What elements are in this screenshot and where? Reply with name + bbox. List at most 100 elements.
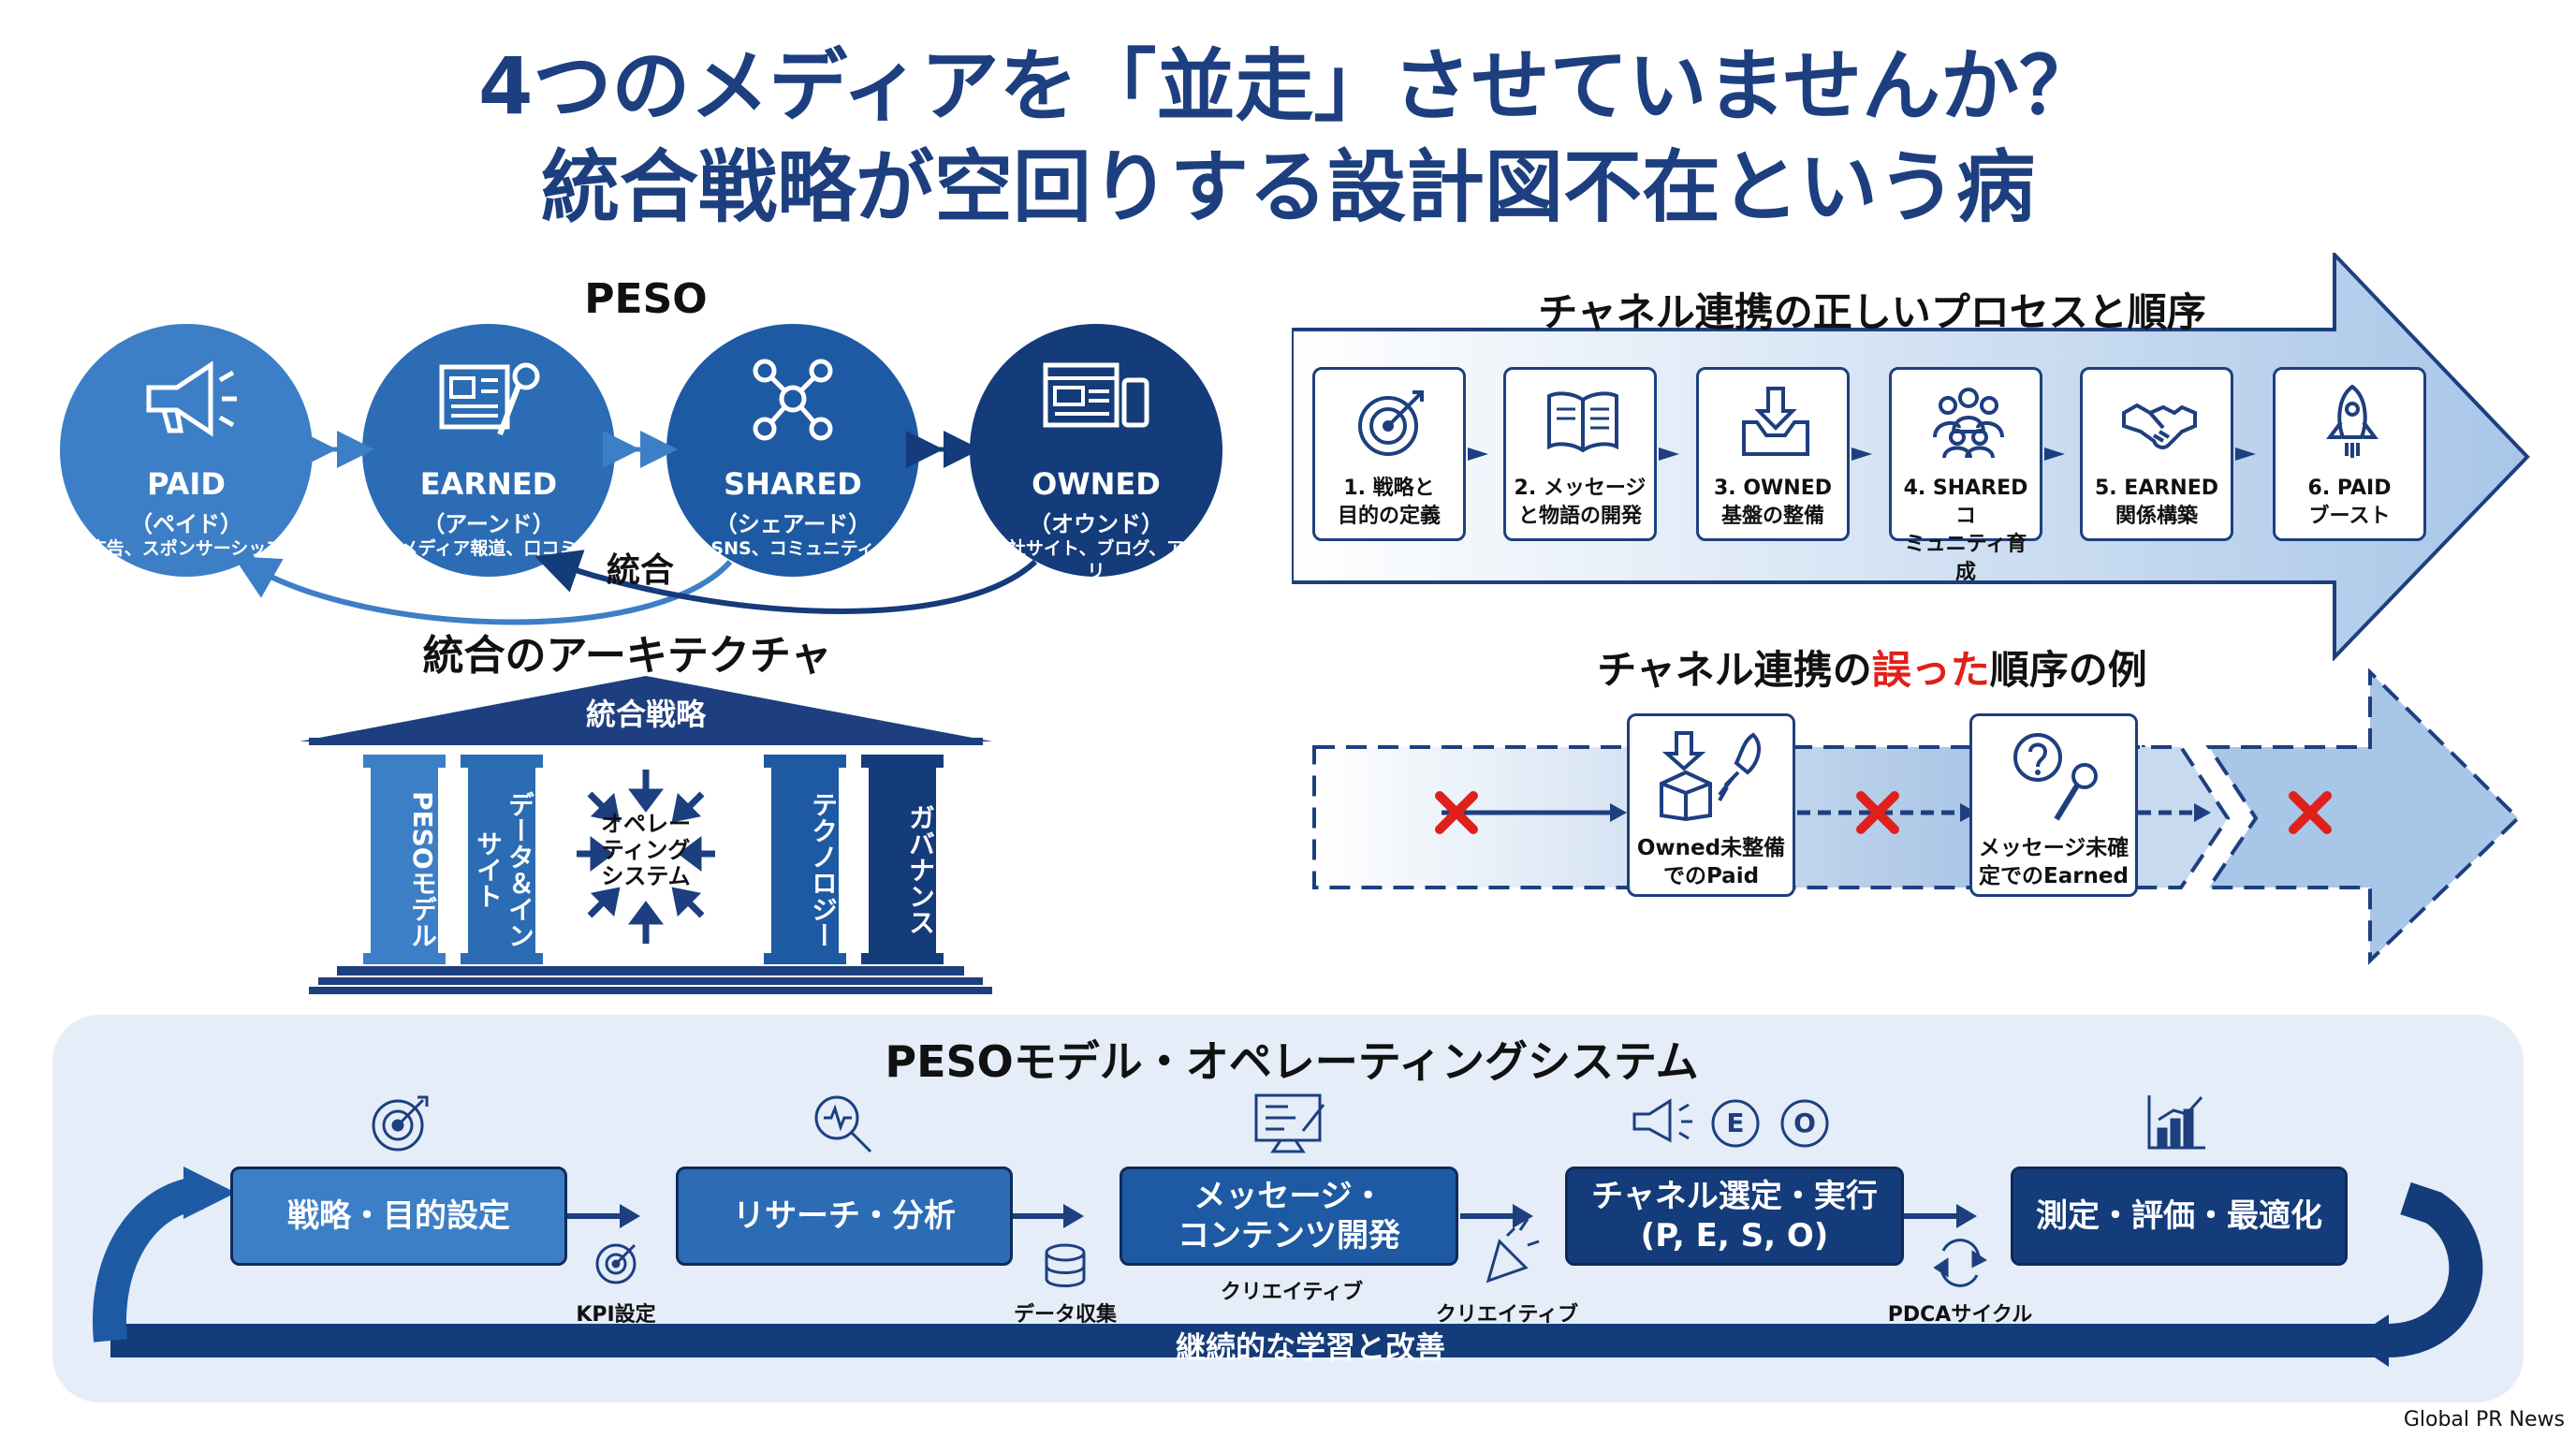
process-step-6: 6. PAID ブースト bbox=[2273, 367, 2426, 541]
question-microphone-icon bbox=[2013, 733, 2098, 821]
os-step-label: コンテンツ開発 bbox=[1178, 1217, 1400, 1255]
database-icon bbox=[1045, 1243, 1086, 1287]
step-label: 1. 戦略と目的の定義 bbox=[1319, 475, 1459, 531]
step-line: 基盤の整備 bbox=[1720, 505, 1824, 528]
megaphone-icon bbox=[146, 360, 237, 437]
target-small-icon bbox=[595, 1243, 637, 1284]
step-line: 1. 戦略と bbox=[1343, 477, 1435, 500]
wrong-title-highlight: 誤った bbox=[1871, 647, 1990, 693]
pillar-governance: ガバナンス bbox=[869, 768, 936, 953]
architecture-building bbox=[300, 676, 992, 994]
os-step-label: メッセージ・ bbox=[1193, 1178, 1384, 1215]
error-marks bbox=[1435, 791, 2332, 834]
os-step-research: リサーチ・分析 bbox=[676, 1167, 1013, 1266]
peso-circle-earned: EARNED （アーンド） メディア報道、口コミ bbox=[362, 324, 615, 577]
step-line: ミュニティ育成 bbox=[1904, 533, 2027, 584]
integration-arc-2 bbox=[534, 550, 1038, 614]
roof bbox=[300, 676, 992, 741]
os-step-label: 測定・評価・最適化 bbox=[2036, 1197, 2322, 1235]
process-step-2: 2. メッセージと物語の開発 bbox=[1503, 367, 1657, 541]
step-line: と物語の開発 bbox=[1517, 505, 1642, 528]
icon-letter-o: O bbox=[1793, 1108, 1816, 1138]
center-line: オペレー bbox=[601, 811, 691, 837]
wrong-step-line: でのPaid bbox=[1662, 864, 1760, 888]
wrong-step-line: Owned未整備 bbox=[1636, 836, 1786, 860]
wrong-step-owned-paid: Owned未整備でのPaid bbox=[1627, 713, 1795, 897]
roof-label: 統合戦略 bbox=[585, 697, 706, 732]
inbox-icon bbox=[1742, 387, 1809, 456]
step-line: 4. SHAREDコ bbox=[1903, 477, 2028, 528]
wrong-step-label: メッセージ未確定でのEarned bbox=[1974, 834, 2133, 890]
architecture-title: 統合のアーキテクチャ bbox=[422, 632, 832, 680]
step-label: 2. メッセージと物語の開発 bbox=[1510, 475, 1650, 531]
peso-name: EARNED bbox=[419, 466, 558, 502]
os-step-strategy: 戦略・目的設定 bbox=[230, 1167, 567, 1266]
integration-label: 統合 bbox=[607, 551, 675, 590]
network-icon bbox=[753, 359, 833, 441]
rocket-icon bbox=[2326, 385, 2378, 458]
step-line: ブースト bbox=[2308, 505, 2391, 528]
wrong-process-arrow bbox=[1312, 668, 2521, 965]
target-icon bbox=[372, 1095, 429, 1152]
peso-sub: （アーンド） bbox=[422, 511, 555, 537]
peso-desc: メディア報道、口コミ bbox=[400, 538, 578, 559]
label-data-collection: データ収集 bbox=[1013, 1303, 1117, 1327]
loop-label: 継続的な学習と改善 bbox=[1175, 1329, 1445, 1365]
label-creative-1: クリエイティブ bbox=[1220, 1281, 1364, 1304]
os-step-label: チャネル選定・実行 bbox=[1591, 1178, 1878, 1215]
integration-arc-1 bbox=[233, 556, 733, 625]
document-pen-icon bbox=[1254, 1093, 1325, 1153]
os-step-label: (P, E, S, O) bbox=[1640, 1217, 1829, 1255]
step-label: 4. SHAREDコミュニティ育成 bbox=[1895, 475, 2036, 587]
process-step-1: 1. 戦略と目的の定義 bbox=[1312, 367, 1466, 541]
os-step-measure: 測定・評価・最適化 bbox=[2011, 1167, 2348, 1266]
wrong-step-line: メッセージ未確 bbox=[1978, 836, 2130, 860]
peso-connectors bbox=[233, 431, 1038, 625]
os-step-message: メッセージ・コンテンツ開発 bbox=[1120, 1167, 1458, 1266]
icon-letter-e: E bbox=[1726, 1108, 1745, 1138]
peso-circle-paid: PAID （ペイド） 広告、スポンサーシップ bbox=[60, 324, 313, 577]
source-credit: Global PR News bbox=[2403, 1408, 2565, 1431]
peso-sub: （オウンド） bbox=[1029, 511, 1164, 537]
wrong-step-line: 定でのEarned bbox=[1978, 864, 2129, 888]
converging-arrows bbox=[577, 770, 715, 944]
os-step-label: 戦略・目的設定 bbox=[287, 1197, 510, 1235]
peso-name: PAID bbox=[147, 466, 226, 502]
step-line: 目的の定義 bbox=[1337, 505, 1441, 528]
wrong-title-pre: チャネル連携の bbox=[1597, 647, 1872, 693]
peso-sub: （シェアード） bbox=[714, 511, 871, 537]
page-title-line2: 統合戦略が空回りする設計図不在という病 bbox=[540, 141, 2035, 233]
pillar-technology: テクノロジー bbox=[771, 768, 839, 953]
peso-circle-owned: OWNED （オウンド） 自社サイト、ブログ、アプリ bbox=[970, 324, 1222, 581]
center-line: システム bbox=[601, 863, 691, 889]
label-creative-2: クリエイティブ bbox=[1435, 1303, 1579, 1327]
target-icon bbox=[1358, 390, 1424, 456]
step-line: 5. EARNED bbox=[2094, 477, 2219, 500]
step-line: 6. PAID bbox=[2307, 477, 2392, 500]
operating-system-title: PESOモデル・オペレーティングシステム bbox=[885, 1036, 1699, 1087]
process-step-4: 4. SHAREDコミュニティ育成 bbox=[1889, 367, 2042, 584]
page-title-line1: 4つのメディアを「並走」させていませんか？ bbox=[477, 40, 2099, 132]
bar-chart-icon bbox=[2147, 1095, 2205, 1150]
step-label: 6. PAID ブースト bbox=[2279, 475, 2420, 531]
peso-sub: （ペイド） bbox=[130, 511, 242, 537]
people-icon bbox=[1933, 388, 2004, 459]
box-rocket-icon bbox=[1660, 731, 1762, 822]
operating-system-loop bbox=[93, 1093, 2483, 1367]
megaphone-eo-icon bbox=[1632, 1098, 1829, 1148]
website-mobile-icon bbox=[1043, 362, 1149, 428]
peso-title: PESO bbox=[584, 275, 708, 323]
os-step-channel: チャネル選定・実行(P, E, S, O) bbox=[1565, 1167, 1904, 1266]
peso-name: OWNED bbox=[1032, 466, 1161, 502]
peso-desc: 広告、スポンサーシップ bbox=[88, 538, 285, 559]
cycle-icon bbox=[1933, 1239, 1987, 1287]
label-pdca: PDCAサイクル bbox=[1887, 1303, 2033, 1327]
os-arrows bbox=[567, 1204, 1977, 1228]
magnifier-icon bbox=[814, 1095, 872, 1153]
book-icon bbox=[1547, 391, 1618, 453]
correct-process-title: チャネル連携の正しいプロセスと順序 bbox=[1538, 289, 2206, 335]
